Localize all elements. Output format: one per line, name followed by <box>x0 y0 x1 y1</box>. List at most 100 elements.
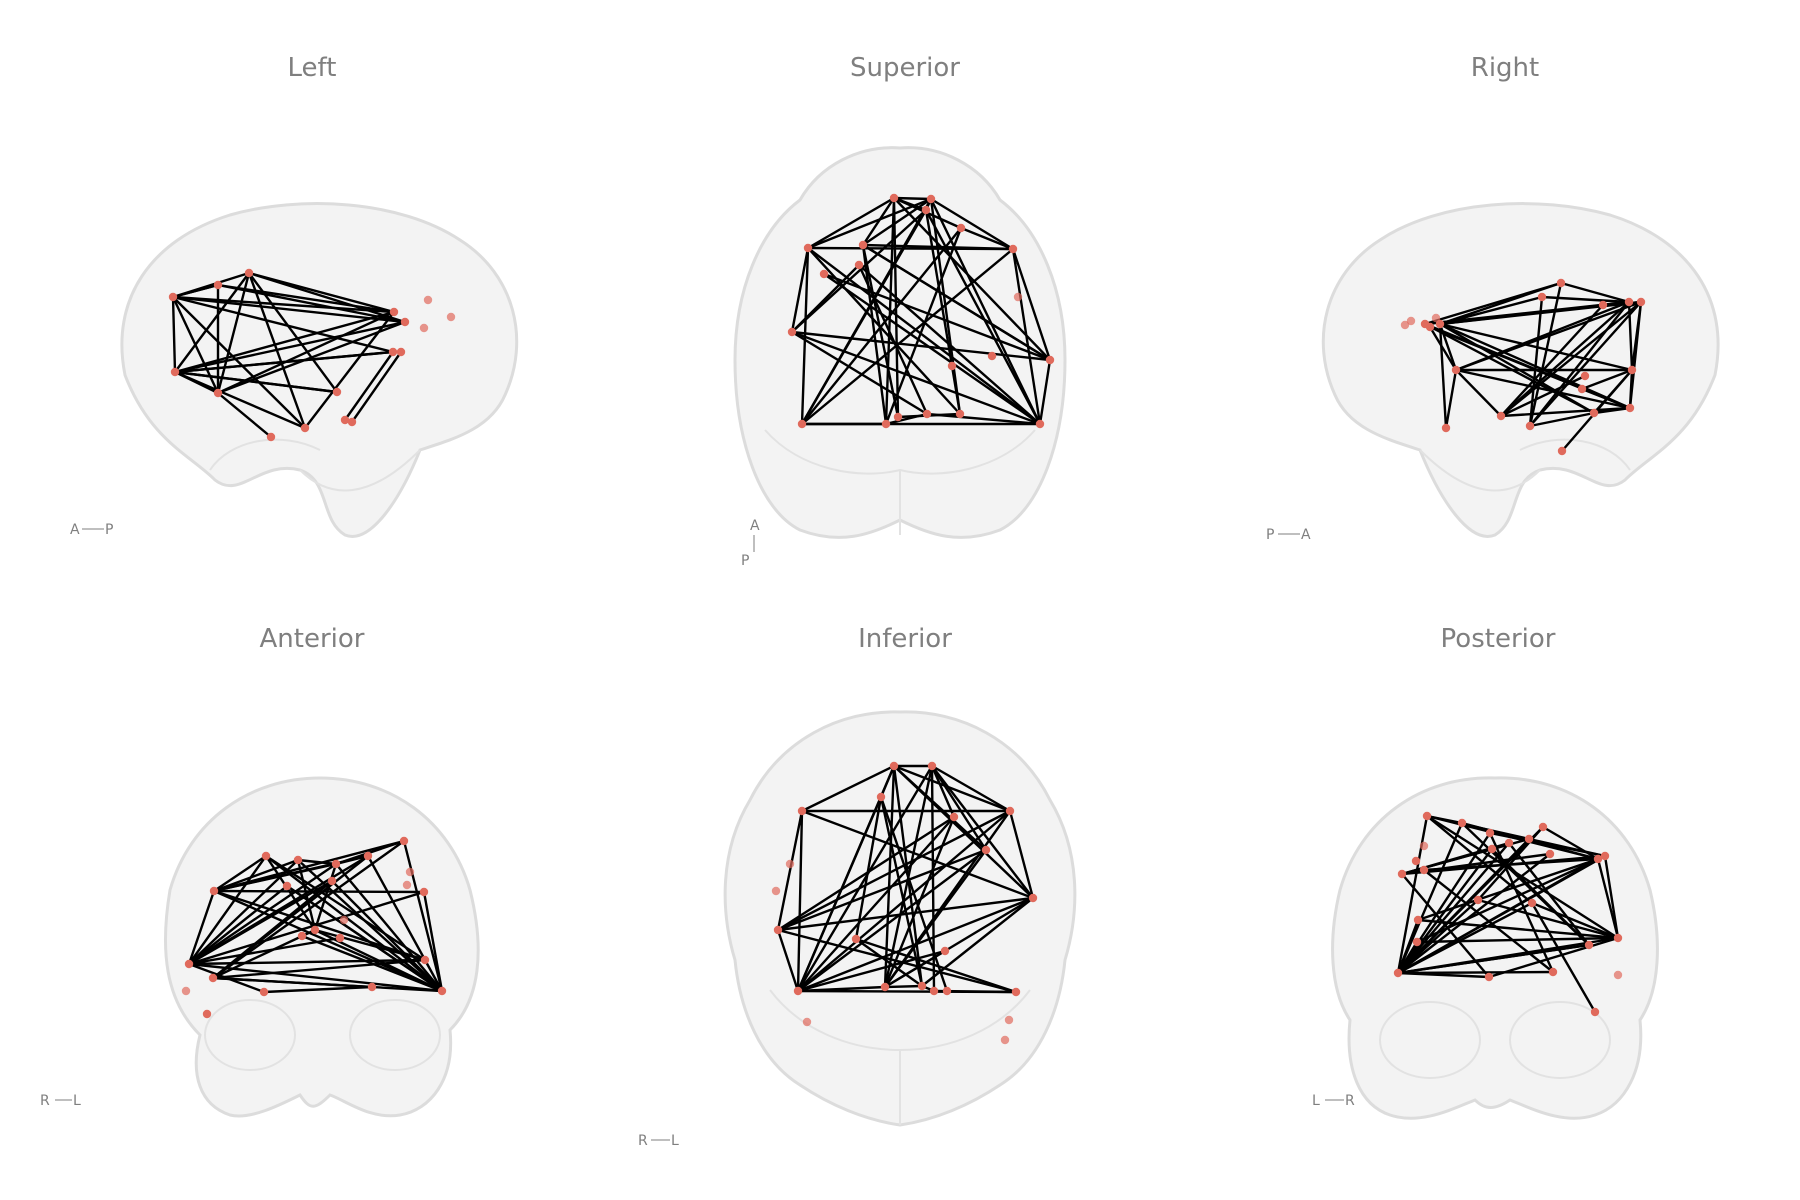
connectivity-edges <box>171 271 407 439</box>
brain-node <box>940 946 950 956</box>
connectivity-edge <box>800 247 1015 426</box>
brain-node <box>1525 421 1535 431</box>
connectivity-edge <box>366 854 444 993</box>
brain-node <box>773 925 783 935</box>
connectivity-nodes <box>787 193 1055 429</box>
brain-node <box>1487 844 1497 854</box>
brain-node <box>293 855 303 865</box>
brain-node <box>1577 384 1587 394</box>
brain-node <box>1545 849 1555 859</box>
brain-view-anterior: Anterior R L <box>40 624 480 1118</box>
brain-view-posterior: Posterior L R <box>1312 624 1659 1120</box>
svg-text:L: L <box>671 1133 679 1149</box>
brain-node <box>184 959 194 969</box>
panel-posterior: Posterior L R <box>1200 580 1800 1200</box>
connectivity-edge <box>1400 872 1491 979</box>
brain-node <box>300 423 310 433</box>
connectivity-edge <box>211 958 427 980</box>
panel-inferior: Inferior R L <box>600 580 1200 1200</box>
panel-superior: Superior A P <box>600 0 1200 580</box>
brain-node <box>1028 893 1038 903</box>
connectivity-edge <box>776 896 1035 932</box>
connectivity-edge <box>1488 831 1555 974</box>
connectivity-edge <box>930 764 936 993</box>
connectivity-edge <box>1008 809 1035 900</box>
connectivity-edge <box>212 889 427 962</box>
connectivity-edge <box>1396 901 1534 975</box>
connectivity-edge <box>1627 300 1634 372</box>
connectivity-edge <box>892 764 1035 900</box>
svg-text:R: R <box>638 1133 648 1149</box>
connectivity-edge <box>216 283 396 314</box>
brain-node <box>1451 365 1461 375</box>
connectivity-edge <box>800 764 896 813</box>
connectivity-edge <box>422 890 444 993</box>
brain-node <box>785 859 795 869</box>
brain-node <box>297 931 307 941</box>
connectivity-edge <box>861 197 933 247</box>
brain-node <box>202 1009 212 1019</box>
connectivity-edges <box>1423 281 1643 453</box>
connectivity-edge <box>212 858 300 893</box>
connectivity-edge <box>212 854 268 893</box>
connectivity-edge <box>211 928 317 980</box>
connectivity-edge <box>171 295 407 324</box>
connectivity-edge <box>929 197 1015 251</box>
brain-node <box>399 836 409 846</box>
brain-node <box>282 881 292 891</box>
connectivity-edge <box>790 246 810 334</box>
connectivity-edge <box>790 330 929 416</box>
svg-text:R: R <box>40 1093 50 1109</box>
brain-node <box>1627 365 1637 375</box>
brain-node <box>1413 915 1423 925</box>
connectivity-edge <box>350 350 403 424</box>
connectivity-edge <box>264 854 444 993</box>
brain-view-inferior: Inferior R L <box>638 624 1077 1149</box>
brain-node <box>335 933 345 943</box>
connectivity-edge <box>1603 854 1620 940</box>
brain-node <box>797 806 807 816</box>
connectivity-edge <box>171 283 220 299</box>
brain-node <box>858 240 868 250</box>
connectivity-edge <box>1438 322 1448 430</box>
svg-text:A: A <box>70 522 80 538</box>
connectivity-edge <box>892 196 900 419</box>
connectivity-edge <box>1422 868 1555 974</box>
connectivity-edge <box>173 370 220 395</box>
connectivity-edge <box>187 858 300 966</box>
connectivity-edge <box>1528 411 1596 428</box>
brain-node <box>1419 865 1429 875</box>
panel-title: Superior <box>850 53 960 83</box>
connectivity-edge <box>930 764 988 852</box>
connectivity-edge <box>1396 854 1607 975</box>
brain-node <box>389 307 399 317</box>
brain-node <box>927 761 937 771</box>
brain-node <box>170 367 180 377</box>
orientation-marker: A P <box>70 522 113 538</box>
brain-node <box>1406 316 1416 326</box>
svg-text:A: A <box>750 518 760 534</box>
brain-node <box>1496 411 1506 421</box>
brain-node <box>1484 972 1494 982</box>
brain-node <box>942 986 952 996</box>
connectivity-edge <box>776 809 804 932</box>
svg-text:A: A <box>1301 527 1311 543</box>
connectivity-edge <box>171 295 396 314</box>
brain-node <box>1435 319 1445 329</box>
connectivity-edge <box>790 208 928 334</box>
brain-node <box>208 973 218 983</box>
connectivity-edge <box>247 271 407 324</box>
connectivity-edge <box>796 795 883 993</box>
connectivity-edge <box>1396 814 1429 975</box>
brain-node <box>1580 371 1590 381</box>
brain-node <box>1556 278 1566 288</box>
connectivity-edge <box>892 196 1052 362</box>
svg-text:L: L <box>73 1093 81 1109</box>
brain-node <box>363 851 373 861</box>
panel-title: Left <box>288 53 337 83</box>
connectivity-edge <box>790 330 1052 362</box>
brain-node <box>168 292 178 302</box>
connectivity-edge <box>1396 918 1420 975</box>
brain-node <box>797 419 807 429</box>
brain-node <box>956 223 966 233</box>
